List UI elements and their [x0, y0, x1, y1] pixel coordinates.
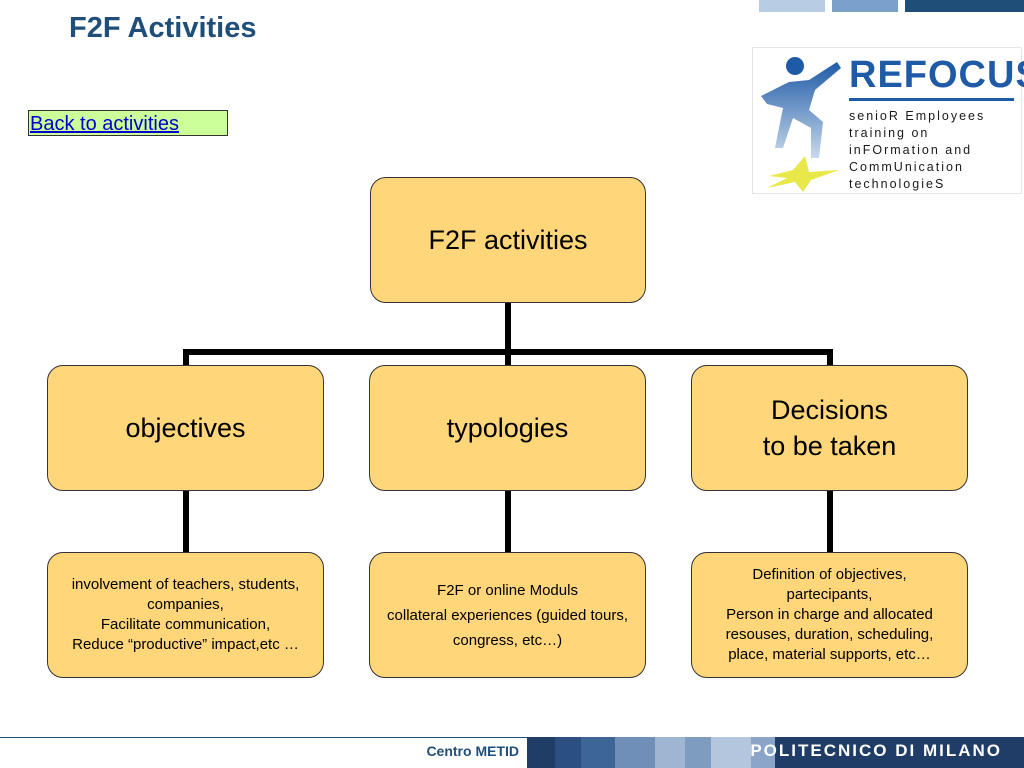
logo-line: training on — [849, 126, 930, 140]
node-objectives-detail: involvement of teachers, students, compa… — [47, 552, 324, 678]
detail-line: Facilitate communication, — [100, 616, 271, 633]
back-to-activities-link[interactable]: Back to activities — [30, 113, 179, 135]
detail-line: place, material supports, etc… — [728, 646, 931, 663]
detail-line: Definition of objectives, — [752, 566, 907, 583]
back-link-box: Back to activities — [28, 110, 228, 136]
detail-line: involvement of teachers, students, — [71, 576, 300, 593]
connector-decisions-detail — [827, 491, 833, 552]
connector-to-typologies — [505, 349, 511, 365]
logo-subtitle: senioR Employees training on inFOrmation… — [849, 108, 985, 193]
connector-to-objectives — [183, 349, 189, 365]
page-title: F2F Activities — [69, 12, 257, 44]
detail-line: resouses, duration, scheduling, — [725, 626, 934, 643]
node-typologies-detail: F2F or online Moduls collateral experien… — [369, 552, 646, 678]
connector-root-down — [505, 303, 511, 353]
logo-line: senioR Employees — [849, 109, 986, 123]
detail-line: congress, etc…) — [452, 631, 563, 649]
node-typologies: typologies — [369, 365, 646, 491]
logo-divider — [849, 98, 1014, 101]
logo-line: CommUnication — [849, 160, 964, 174]
node-label: objectives — [125, 413, 246, 443]
footer-label: Centro METID — [426, 743, 519, 759]
connector-to-decisions — [827, 349, 833, 365]
node-label: F2F activities — [428, 224, 588, 255]
detail-line: collateral experiences (guided tours, — [387, 606, 628, 624]
detail-line: Person in charge and allocated — [726, 606, 933, 623]
node-label-line: Decisions — [770, 395, 889, 425]
logo-title: REFOCUS — [849, 54, 1024, 96]
logo-line: inFOrmation and — [849, 143, 973, 157]
node-objectives: objectives — [47, 365, 324, 491]
footer-brand: POLITECNICO DI MILANO — [750, 741, 1002, 760]
detail-line: F2F or online Moduls — [437, 581, 578, 599]
node-f2f-activities: F2F activities — [370, 177, 646, 303]
node-label: typologies — [446, 413, 569, 443]
runner-icon — [761, 57, 841, 192]
footer-divider — [0, 737, 1024, 738]
node-decisions-detail: Definition of objectives, partecipants, … — [691, 552, 968, 678]
detail-line: companies, — [147, 596, 224, 613]
detail-line: partecipants, — [786, 586, 873, 603]
detail-line: Reduce “productive” impact,etc … — [72, 636, 299, 653]
connector-objectives-detail — [183, 491, 189, 552]
refocus-logo: REFOCUS senioR Employees training on inF… — [752, 47, 1024, 194]
connector-typologies-detail — [505, 491, 511, 552]
logo-line: technologieS — [849, 177, 946, 191]
node-label-line: to be taken — [762, 431, 897, 461]
node-decisions: Decisions to be taken — [691, 365, 968, 491]
footer-brand-bar: POLITECNICO DI MILANO — [527, 737, 1024, 768]
